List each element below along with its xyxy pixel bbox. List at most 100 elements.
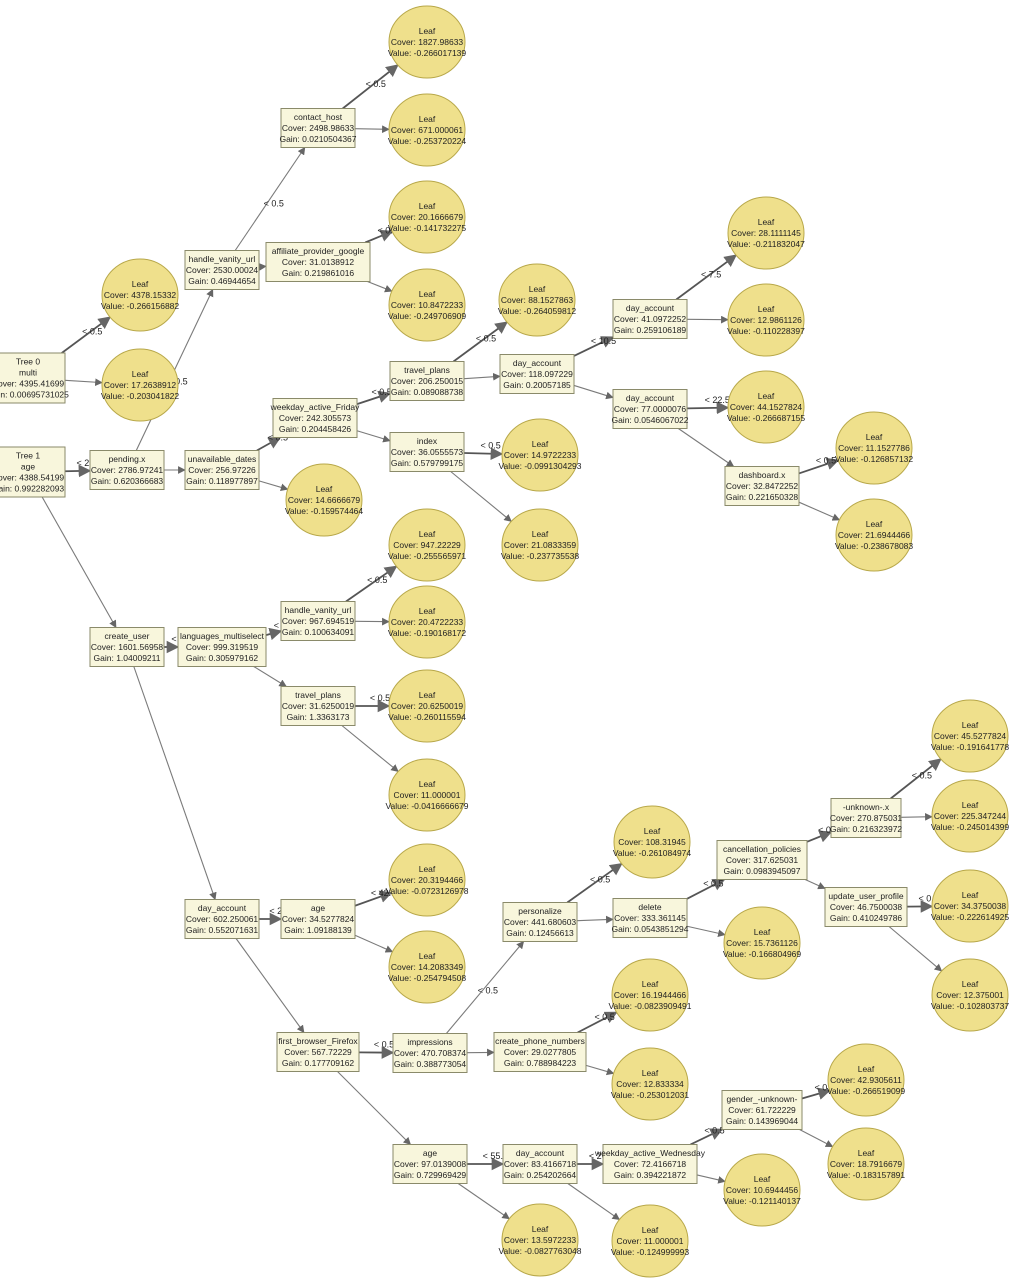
node-title: travel_plans (404, 365, 450, 375)
edges-layer: < 0.5< 28.5< 0.5< 0.5< 0.5< 0.5< 0.5< 0.… (41, 64, 943, 1221)
node-stat: Value: -0.238678083 (835, 541, 914, 551)
node-box (184, 450, 260, 490)
node-title: pending.x (109, 454, 147, 464)
node-title: Leaf (754, 1174, 771, 1184)
node-title: Leaf (644, 826, 661, 836)
edge-unavail-to-weekday_fri (256, 436, 282, 452)
node-stat: Value: -0.110228397 (727, 326, 805, 336)
edge-unknown-to-lf23 (900, 813, 933, 821)
node-stat: Cover: 333.361145 (614, 913, 686, 923)
node-stat: Cover: 317.625031 (726, 855, 799, 865)
nodes-layer: Tree 0multiCover: 4395.41699Gain: 0.0069… (0, 5, 1009, 1278)
node-title: gender_-unknown- (727, 1094, 798, 1104)
node-stat: Cover: 10.6944456 (726, 1185, 799, 1195)
node-stat: Cover: 34.5277824 (282, 914, 355, 924)
node-stat: Gain: 0.216323972 (830, 824, 903, 834)
edge-t1-to-pending (64, 464, 92, 478)
leaf-ellipse (501, 1203, 579, 1277)
edge-label: < 0.5 (370, 693, 390, 703)
node-title: Leaf (316, 484, 333, 494)
node-title: weekday_active_Friday (270, 402, 361, 412)
node-stat: Cover: 242.305573 (279, 413, 352, 423)
node-stat: Gain: 0.219861016 (282, 268, 355, 278)
node-box (389, 361, 465, 401)
leaf-ellipse (388, 669, 466, 743)
node-stat: Cover: 4388.54199 (0, 473, 64, 483)
edge-label: < 7.5 (701, 270, 721, 280)
node-stat: Gain: 0.177709162 (282, 1058, 355, 1068)
node-stat: Gain: 0.410249786 (830, 913, 903, 923)
leaf-ellipse (388, 268, 466, 342)
node-stat: Gain: 0.254202664 (504, 1170, 577, 1180)
edge-affil-to-lf4 (367, 280, 393, 293)
node-stat: Value: -0.266519099 (827, 1086, 906, 1096)
edge-phone-to-lf27 (585, 1064, 615, 1076)
edge-age2-to-lf18 (354, 890, 393, 907)
edge-label: < 0.5 (919, 894, 939, 904)
node-stat: Value: -0.121140137 (723, 1196, 801, 1206)
edge-age3-to-lf28 (457, 1183, 510, 1220)
node-stat: Cover: 2530.00024 (186, 265, 259, 275)
node-stat: Gain: 1.3363173 (287, 712, 350, 722)
node-stat: Cover: 947.22229 (393, 540, 461, 550)
node-stat: Cover: 36.0555573 (391, 447, 464, 457)
node-stat: multi (19, 368, 37, 378)
node-stat: Cover: 12.9861126 (730, 315, 802, 325)
node-title: affiliate_provider_google (272, 246, 365, 256)
node-stat: Gain: 0.089088738 (391, 387, 464, 397)
node-title: Leaf (642, 979, 659, 989)
edge-label: < 26.5 (589, 1151, 614, 1161)
node-stat: Cover: 12.833334 (616, 1079, 684, 1089)
node-title: age (311, 903, 325, 913)
node-stat: Gain: 0.20057185 (503, 380, 571, 390)
node-stat: Cover: 83.4166718 (504, 1159, 577, 1169)
node-title: Leaf (758, 304, 775, 314)
node-stat: Cover: 118.097229 (501, 369, 573, 379)
node-title: Leaf (419, 289, 436, 299)
edge-label: < 10.5 (591, 336, 616, 346)
edge-label: < 0.5 (377, 225, 397, 235)
node-title: update_user_profile (828, 891, 903, 901)
node-stat: Cover: 206.250015 (391, 376, 464, 386)
edge-label: < 0.5 (264, 198, 284, 208)
node-stat: Cover: 1827.98633 (391, 37, 464, 47)
edge-label: < 0.5 (818, 825, 838, 835)
node-stat: Gain: 0.0983945097 (723, 866, 800, 876)
edge-travel1-to-lf6 (452, 321, 509, 363)
node-box (499, 354, 575, 394)
node-stat: Gain: 0.221650328 (726, 492, 799, 502)
node-stat: Value: -0.0991304293 (498, 461, 581, 471)
edge-vanity-to-contact (234, 146, 306, 251)
node-box (89, 627, 165, 667)
node-title: Leaf (758, 391, 775, 401)
node-stat: age (21, 462, 35, 472)
leaf-ellipse (723, 1153, 801, 1227)
node-stat: Gain: 0.12456613 (506, 928, 574, 938)
edge-dayacc4-to-firefox (235, 938, 305, 1034)
edge-label: < 0.5 (704, 1126, 724, 1136)
node-stat: Cover: 15.7361126 (726, 938, 798, 948)
node-stat: Cover: 20.6250019 (391, 701, 464, 711)
node-title: index (417, 436, 438, 446)
node-stat: Gain: 0.46944654 (188, 276, 256, 286)
node-stat: Value: -0.0827763048 (498, 1246, 581, 1256)
node-box (602, 1144, 698, 1184)
